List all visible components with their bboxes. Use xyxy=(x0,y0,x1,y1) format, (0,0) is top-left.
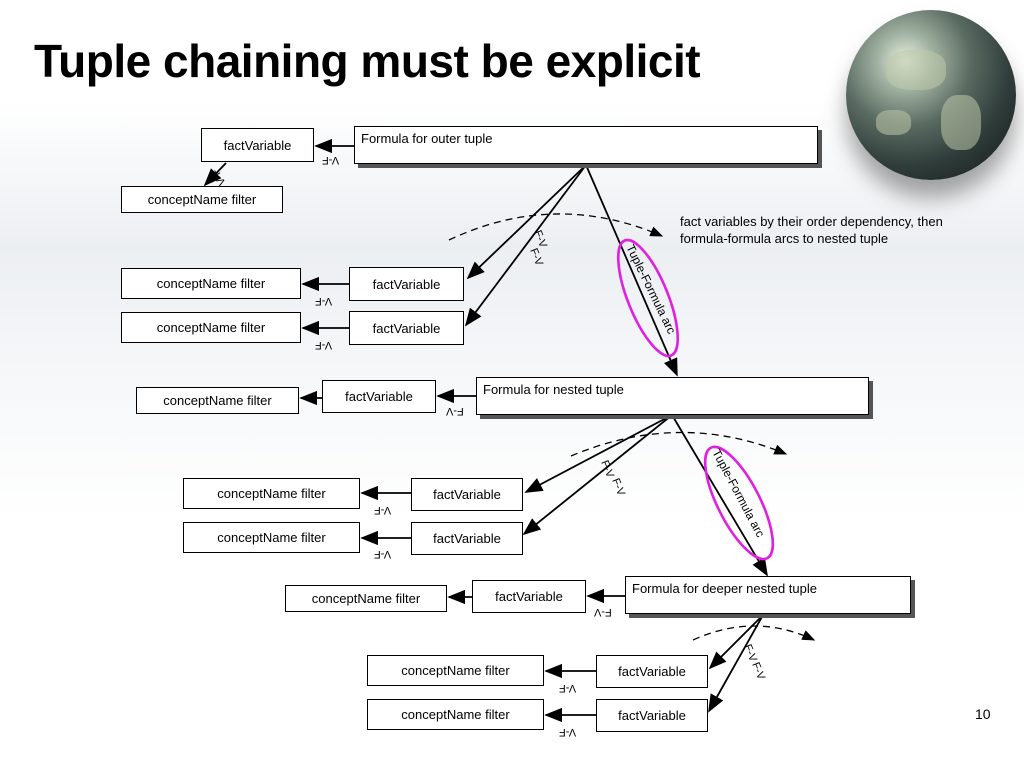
fv-label-outer-diag-1: F-V xyxy=(531,229,549,251)
outer-factvariable-1: factVariable xyxy=(349,267,464,301)
vf-label-nested-2: V-F xyxy=(374,548,392,560)
background-band xyxy=(0,100,1024,520)
fv-label-outer-diag-2: F-V xyxy=(527,247,545,269)
vf-label-outer-1: V-F xyxy=(315,295,333,307)
outer-concept-filter-2: conceptName filter xyxy=(121,312,301,343)
arc-outer-to-fv1 xyxy=(466,164,587,280)
arc-deeper-to-fv1 xyxy=(708,614,764,670)
outer-factvariable: factVariable xyxy=(201,128,314,162)
page-number: 10 xyxy=(975,706,991,722)
deeper-factvariable: factVariable xyxy=(472,580,586,613)
formula-deeper: Formula for deeper nested tuple xyxy=(625,576,911,614)
order-arc-3 xyxy=(692,625,816,641)
vf-label-deeper-1: V-F xyxy=(559,682,577,694)
globe-image xyxy=(846,10,1016,180)
vf-label-outer-diag: V-F xyxy=(210,166,229,187)
order-arc-2 xyxy=(570,431,788,457)
formula-outer: Formula for outer tuple xyxy=(354,126,818,164)
explanation-note: fact variables by their order dependency… xyxy=(680,214,943,246)
arc-nested-to-fv2 xyxy=(522,414,673,536)
vf-label-nested-1: V-F xyxy=(374,504,392,516)
arc-outer-to-nested xyxy=(585,164,678,377)
arc-deeper-to-fv2 xyxy=(708,614,764,713)
deeper-factvariable-1: factVariable xyxy=(596,655,708,688)
vf-label-deeper-2: V-F xyxy=(559,726,577,738)
fv-label-deeper-diag-1: F-V xyxy=(741,643,759,665)
order-arc-1 xyxy=(448,213,664,241)
outer-factvariable-2: factVariable xyxy=(349,311,464,345)
nested-concept-filter: conceptName filter xyxy=(136,387,299,414)
highlight-ellipse-2 xyxy=(703,445,775,561)
nested-factvariable: factVariable xyxy=(322,380,436,413)
arc-factvar-to-filter xyxy=(203,162,227,187)
slide-title: Tuple chaining must be explicit xyxy=(34,35,701,87)
tuple-arc-label-1: Tuple-Formula arc xyxy=(623,242,678,336)
outer-concept-filter: conceptName filter xyxy=(121,186,283,213)
nested-concept-filter-2: conceptName filter xyxy=(183,522,360,553)
vf-label-outer-2: V-F xyxy=(315,339,333,351)
arc-nested-to-deeper xyxy=(671,414,768,577)
fv-label-deeper-diag-2: F-V xyxy=(749,661,767,683)
fv-label-deeper: F-V xyxy=(594,606,612,618)
nested-factvariable-1: factVariable xyxy=(411,478,523,511)
deeper-concept-filter-2: conceptName filter xyxy=(367,699,544,730)
arc-nested-to-fv1 xyxy=(524,414,673,493)
fv-label-nested-diag-2: F-V xyxy=(609,477,627,499)
formula-nested: Formula for nested tuple xyxy=(476,377,869,415)
arc-outer-to-fv2 xyxy=(464,164,587,327)
fv-label-outer: V-F xyxy=(322,154,340,166)
deeper-factvariable-2: factVariable xyxy=(596,699,708,732)
deeper-concept-filter-1: conceptName filter xyxy=(367,655,544,686)
nested-concept-filter-1: conceptName filter xyxy=(183,478,360,509)
outer-concept-filter-1: conceptName filter xyxy=(121,268,301,299)
deeper-concept-filter: conceptName filter xyxy=(285,585,447,612)
fv-label-nested: F-V xyxy=(446,405,464,417)
highlight-ellipse-1 xyxy=(616,238,680,358)
nested-factvariable-2: factVariable xyxy=(411,522,523,555)
